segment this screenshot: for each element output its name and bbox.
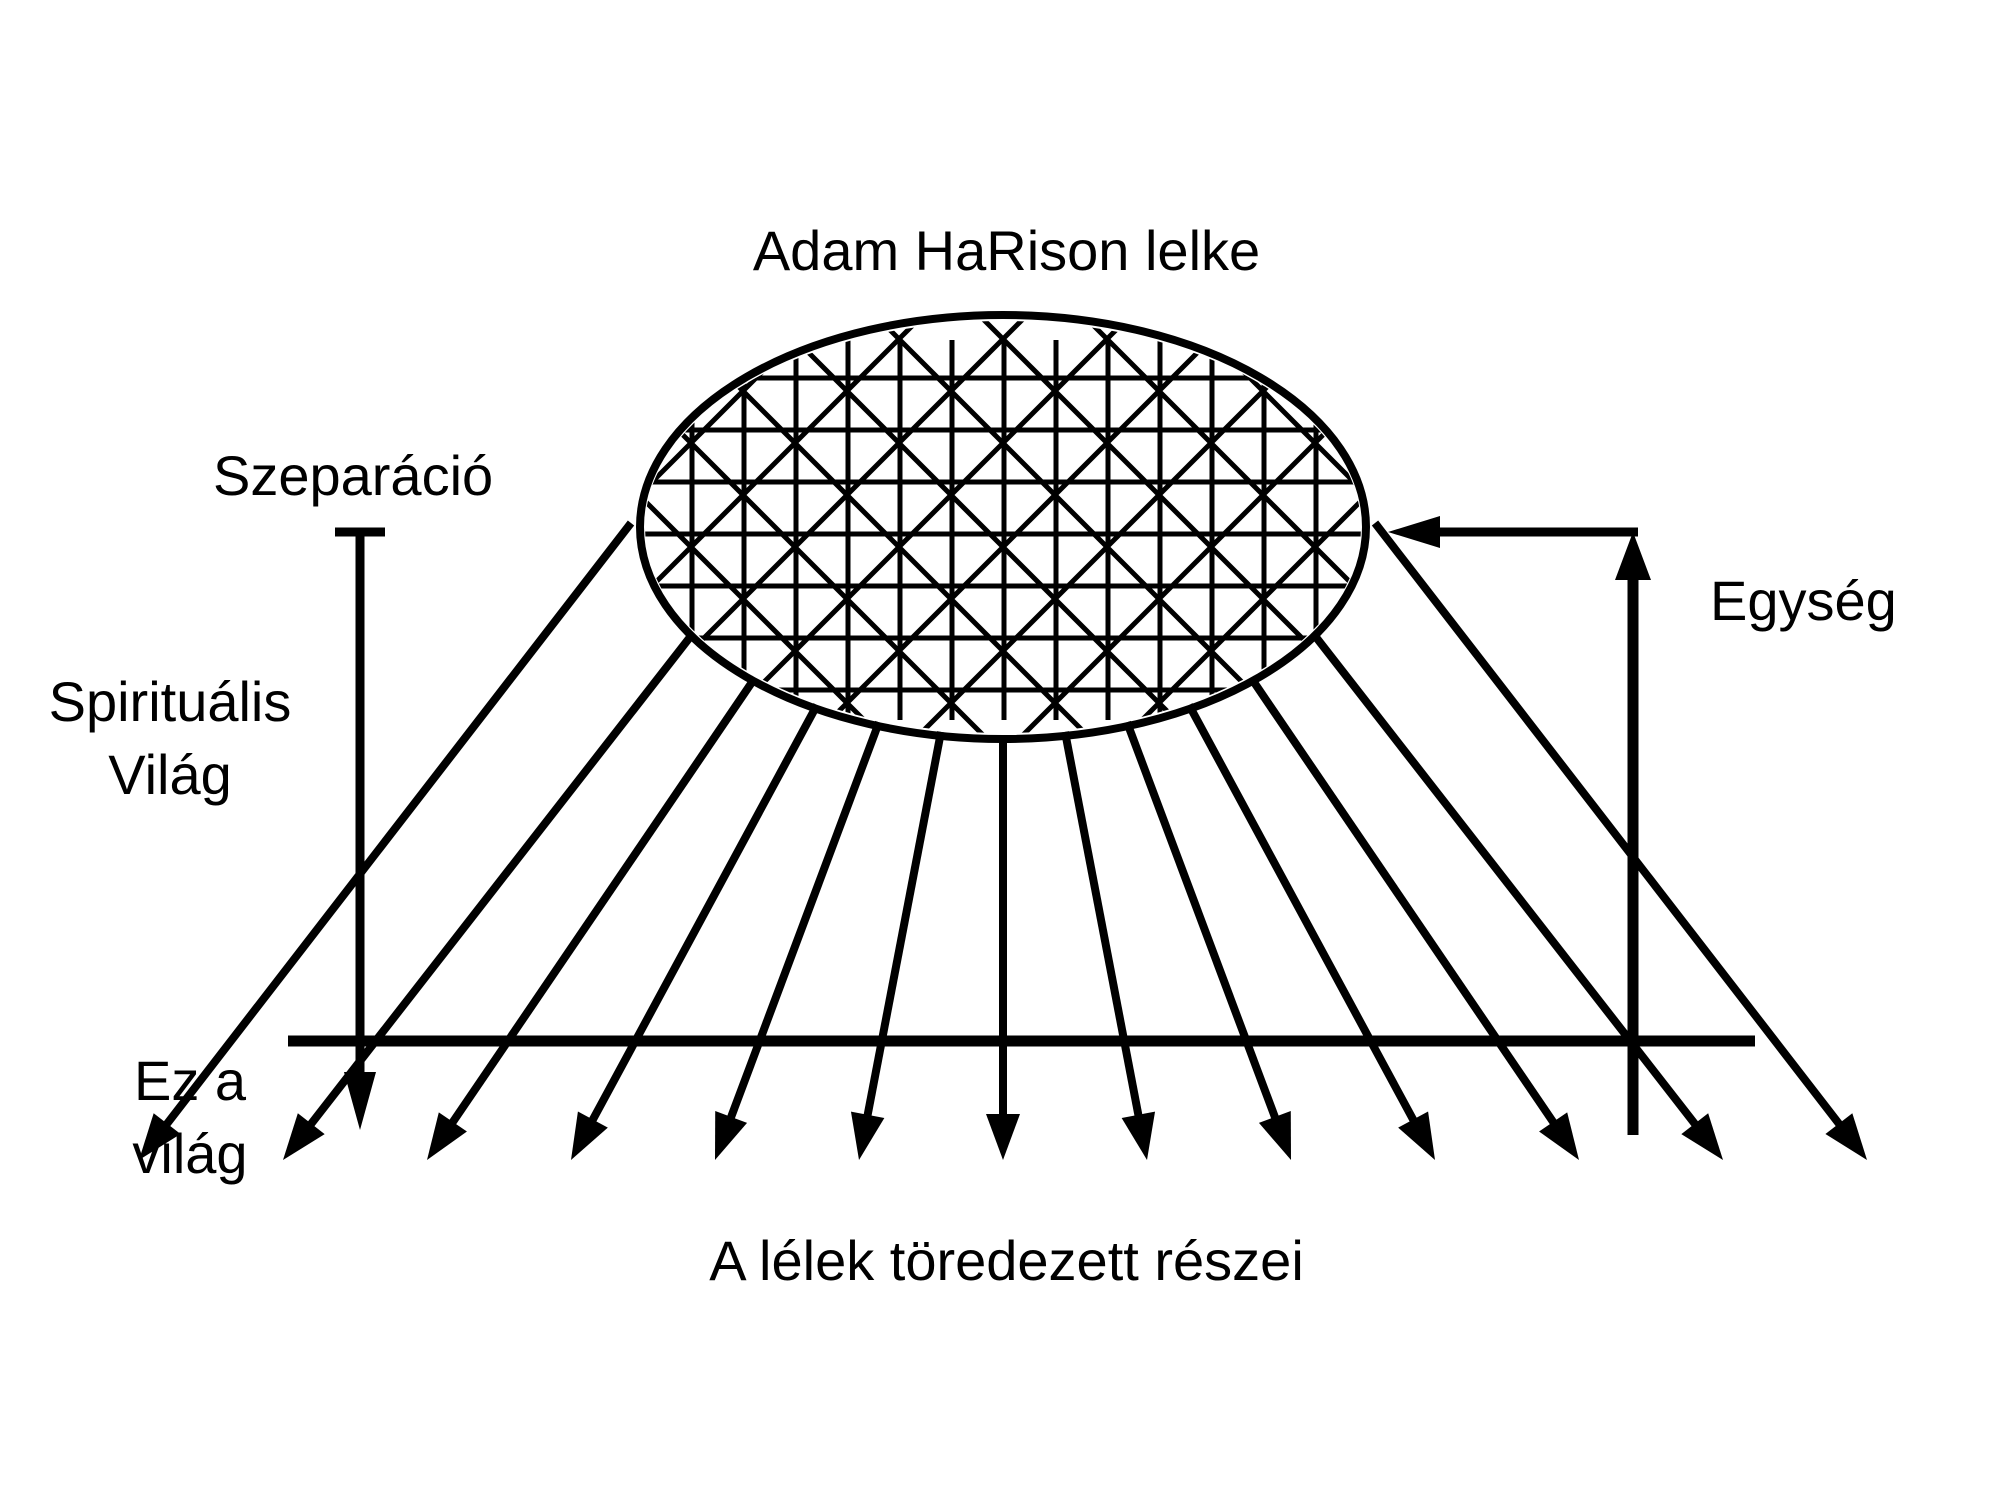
- spiritual-world-label: Spirituális Világ: [40, 666, 300, 812]
- separation-label: Szeparáció: [213, 444, 494, 507]
- fragment-arrow-shaft: [1247, 675, 1559, 1128]
- fragment-arrow-head: [139, 1113, 181, 1160]
- spiritual-world-label-line2: Világ: [108, 742, 232, 806]
- unity-arrow-left-head: [1388, 516, 1440, 548]
- fragment-arrow-shaft: [1371, 520, 1845, 1130]
- fragment-arrow-shaft: [862, 731, 945, 1120]
- fragment-arrow-head: [427, 1112, 467, 1160]
- unity-arrow-up-head: [1615, 532, 1651, 580]
- fragment-arrow-head: [283, 1113, 325, 1160]
- fragment-arrow-shaft: [1061, 731, 1144, 1120]
- fragment-arrow-head: [850, 1111, 885, 1160]
- fragment-arrow-shaft: [1123, 720, 1281, 1123]
- fragment-arrow-head: [1539, 1112, 1579, 1160]
- fragment-arrows: [139, 520, 1867, 1160]
- unity-label: Egység: [1710, 569, 1897, 632]
- fragment-arrow-head: [986, 1114, 1020, 1160]
- fragment-arrow-shaft: [447, 675, 759, 1128]
- fragment-arrow-shaft: [305, 630, 697, 1130]
- fragment-arrow-head: [1258, 1110, 1291, 1160]
- fragment-arrow-head: [1398, 1111, 1435, 1160]
- this-world-label-line2: világ: [132, 1121, 248, 1185]
- fragment-arrow-shaft: [587, 703, 821, 1125]
- fragment-arrow-shaft: [1309, 630, 1701, 1130]
- fragment-arrow-head: [571, 1111, 608, 1160]
- fragment-arrow-head: [715, 1110, 748, 1160]
- diagram-title: Adam HaRison lelke: [752, 219, 1261, 282]
- fragment-arrow-head: [1825, 1113, 1867, 1160]
- fragment-arrow-head: [1681, 1113, 1723, 1160]
- this-world-label-line1: Ez a: [133, 1049, 247, 1112]
- fragment-arrow-shaft: [161, 520, 635, 1130]
- separation-arrow-head: [344, 1072, 376, 1130]
- this-world-label: Ez a világ: [90, 1045, 290, 1191]
- fragments-label: A lélek töredezett részei: [709, 1229, 1304, 1292]
- fragment-arrow-shaft: [725, 720, 883, 1123]
- fragment-arrow-head: [1121, 1111, 1156, 1160]
- fragment-arrow-shaft: [1185, 703, 1419, 1125]
- spiritual-world-label-line1: Spirituális: [48, 670, 292, 733]
